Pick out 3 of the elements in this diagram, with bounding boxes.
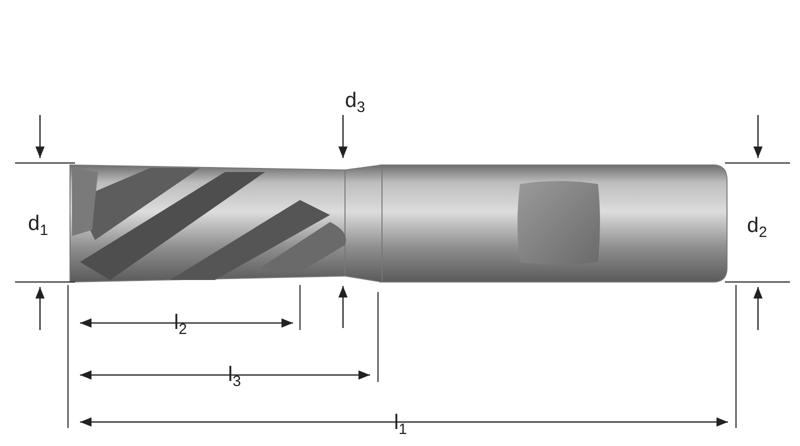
dimension-label: d$_{3}$ [345,90,366,116]
dimension-label: d$_{1}$ [28,213,48,238]
dimension-label: d$_{2}$ [747,215,768,240]
